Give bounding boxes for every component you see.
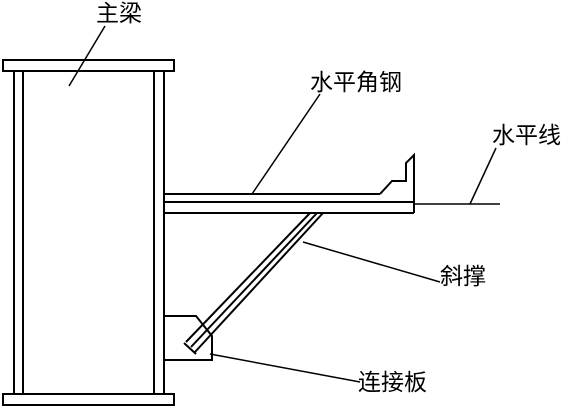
label-connecting-plate: 连接板 bbox=[358, 370, 427, 396]
label-horizontal-line: 水平线 bbox=[492, 123, 561, 149]
diagonal-brace bbox=[183, 212, 324, 355]
main-beam bbox=[2, 59, 175, 406]
label-horizontal-angle-steel: 水平角钢 bbox=[310, 70, 402, 96]
leader-main-beam bbox=[68, 25, 106, 87]
angle-steel-gusset bbox=[379, 152, 415, 202]
main-beam-top-flange bbox=[2, 59, 175, 72]
label-diagonal-brace: 斜撑 bbox=[440, 264, 486, 290]
horizontal-angle-steel bbox=[164, 152, 415, 214]
leader-angle-steel bbox=[251, 93, 321, 195]
leader-connecting-plate bbox=[209, 353, 361, 383]
label-main-beam: 主梁 bbox=[96, 1, 142, 27]
diagonal-brace-edge bbox=[190, 212, 318, 348]
leader-diagonal-brace bbox=[302, 241, 441, 283]
connecting-plate bbox=[164, 315, 213, 361]
leader-horizontal-line bbox=[469, 147, 497, 205]
diagonal-brace-end bbox=[183, 342, 197, 355]
main-beam-bottom-flange bbox=[2, 393, 175, 406]
diagonal-brace-edge bbox=[185, 212, 311, 343]
diagonal-brace-edge bbox=[194, 212, 324, 353]
